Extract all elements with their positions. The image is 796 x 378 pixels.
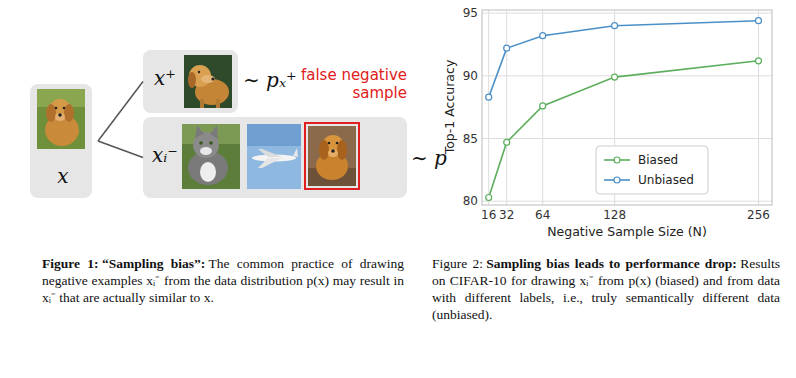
cat-photo [182, 124, 240, 189]
unbiased-line [489, 21, 759, 98]
dog-photo [184, 55, 232, 108]
positive-ground [143, 50, 238, 113]
variable-label: xᵢ⁻ [152, 143, 178, 167]
axis-title: Negative Sample Size (N) [547, 224, 707, 239]
caption-number: Figure 1: [42, 256, 99, 271]
callout-label: false negative sample [285, 66, 407, 102]
image-group-box: x [30, 84, 96, 198]
y-tick-label: 80 [463, 194, 478, 208]
figure-caption: Figure 2:Sampling bias leads to performa… [432, 255, 780, 323]
image-group-box: xᵢ⁻ [143, 117, 407, 198]
legend-frame [596, 146, 708, 194]
connector-line [98, 141, 143, 158]
dog-photo [308, 126, 356, 186]
caption-number: Figure 2: [432, 256, 483, 271]
distribution-label: ∼ pₓ⁺ [243, 68, 297, 92]
biased-line [489, 61, 759, 198]
y-tick-label: 95 [463, 6, 478, 20]
airplane-photo [247, 124, 301, 189]
x-tick-label: 256 [747, 208, 770, 222]
caption-title: Sampling bias leads to performance drop: [486, 256, 737, 271]
axis-title: Top-1 Accuracy [442, 60, 457, 155]
legend-label: Unbiased [638, 173, 694, 187]
dog-photo [37, 89, 85, 149]
accuracy-chart [482, 10, 772, 205]
negative-ground [143, 117, 407, 198]
image-group-box: x⁺ [143, 50, 238, 113]
x-tick-label: 128 [603, 208, 626, 222]
x-tick-label: 64 [535, 208, 550, 222]
variable-label: x [30, 164, 96, 188]
variable-label: x⁺ [154, 66, 176, 90]
caption-title: “Sampling bias”: [102, 256, 205, 271]
figure-caption: Figure 1:“Sampling bias”:The common prac… [42, 255, 404, 306]
x-tick-label: 16 [481, 208, 496, 222]
y-tick-label: 90 [463, 69, 478, 83]
connector-line [98, 82, 143, 142]
x-tick-label: 32 [499, 208, 514, 222]
false-negative-frame [305, 123, 359, 189]
legend-label: Biased [638, 153, 678, 167]
y-tick-label: 85 [463, 132, 478, 146]
